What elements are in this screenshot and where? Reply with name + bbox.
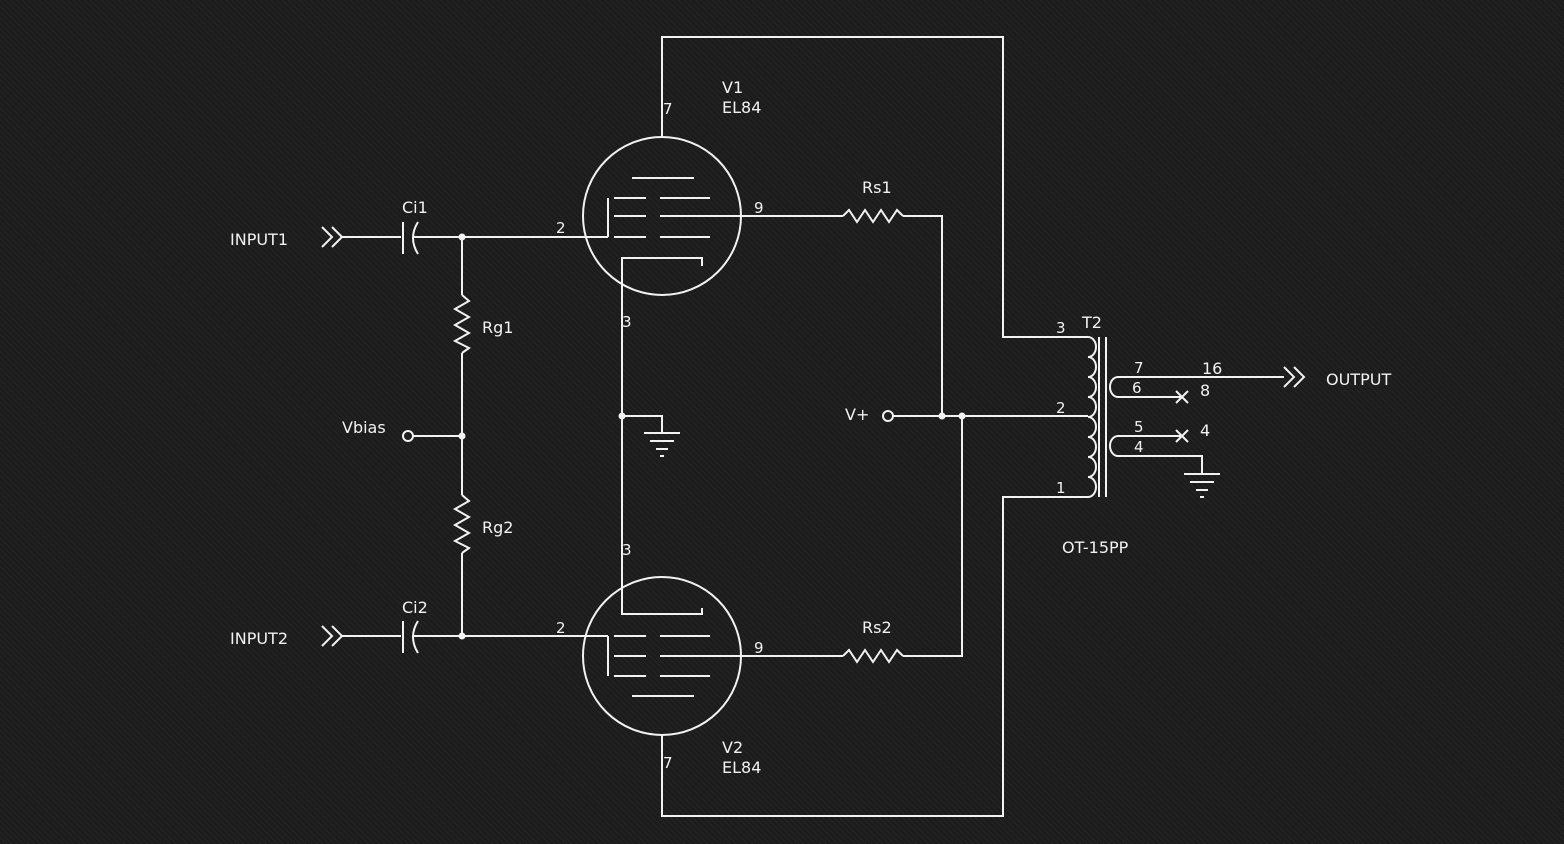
output-port[interactable]: OUTPUT [1283, 366, 1391, 389]
tube-envelope [582, 576, 742, 736]
ground-icon [1184, 473, 1220, 498]
tap-16-label: 16 [1202, 359, 1222, 378]
vplus-label: V+ [845, 405, 869, 424]
ground-icon [644, 432, 680, 457]
capacitor-icon [402, 221, 419, 255]
t2-ref-label: T2 [1081, 313, 1102, 332]
ci2-label: Ci2 [402, 598, 428, 617]
ci1-label: Ci1 [402, 198, 428, 217]
t2-pin-1: 1 [1056, 479, 1066, 497]
junction-dot [458, 632, 466, 640]
junction-dot [958, 412, 966, 420]
tube-cathode [621, 257, 703, 280]
v2-cathode-pin: 3 [622, 541, 632, 559]
t2-type-label: OT-15PP [1062, 538, 1129, 557]
t2-pin-4: 4 [1134, 438, 1144, 456]
input1-port[interactable]: INPUT1 [230, 226, 344, 249]
rg1-label: Rg1 [482, 318, 513, 337]
v2-ref-label: V2 [722, 738, 743, 757]
tube-cathode [621, 596, 703, 615]
wire-screen2 [710, 416, 963, 657]
tap-16-ohm[interactable]: 16 [1202, 359, 1222, 378]
tap-8-ohm[interactable]: 8 [1175, 381, 1210, 404]
resistor-rs2[interactable]: Rs2 [842, 618, 904, 664]
t2-pin-3: 3 [1056, 319, 1066, 337]
tube-envelope [582, 136, 742, 296]
capacitor-icon [402, 620, 419, 654]
resistor-icon [842, 208, 904, 224]
input1-label: INPUT1 [230, 230, 288, 249]
junctions [458, 233, 966, 640]
tap-4-ohm[interactable]: 4 [1175, 421, 1210, 443]
v1-ref-label: V1 [722, 78, 743, 97]
v2-type-label: EL84 [722, 758, 761, 777]
secondary-winding [1109, 376, 1119, 457]
resistor-icon [452, 294, 472, 354]
tube-grid [607, 197, 710, 238]
tube-grid [607, 635, 710, 677]
port-arrow-icon [321, 226, 344, 248]
input2-port[interactable]: INPUT2 [230, 625, 344, 648]
resistor-icon [842, 648, 904, 664]
tap-4-label: 4 [1200, 421, 1210, 440]
terminal-icon [402, 430, 414, 442]
v2-grid-pin: 2 [556, 619, 566, 637]
junction-dot [938, 412, 946, 420]
input2-label: INPUT2 [230, 629, 288, 648]
junction-dot [458, 432, 466, 440]
wire-screen1 [710, 215, 943, 416]
transformer-core-icon [1098, 337, 1107, 497]
tap-8-label: 8 [1200, 381, 1210, 400]
v2-plate-pin: 7 [663, 754, 673, 772]
v1-plate-pin: 7 [663, 100, 673, 118]
wire-cathode-ground [622, 415, 663, 433]
vplus-terminal[interactable]: V+ [845, 405, 894, 424]
ground-cathode [644, 432, 680, 457]
no-connect-icon [1175, 390, 1189, 404]
junction-dot [618, 412, 626, 420]
tube-v1[interactable]: 7 2 9 3 V1 EL84 [556, 78, 764, 331]
output-label: OUTPUT [1326, 370, 1391, 389]
rg2-label: Rg2 [482, 518, 513, 537]
wire-sec-ground [1118, 455, 1203, 474]
resistor-icon [452, 494, 472, 554]
tube-v2[interactable]: 7 2 9 3 V2 EL84 [556, 541, 764, 777]
t2-pin-7: 7 [1134, 359, 1144, 377]
t2-pin-5: 5 [1134, 418, 1144, 436]
transformer-t2[interactable]: 3 2 1 7 6 5 4 T2 OT-15PP [1056, 313, 1144, 557]
terminal-icon [882, 410, 894, 422]
port-arrow-icon [321, 625, 344, 647]
rs1-label: Rs1 [862, 178, 892, 197]
wires [342, 36, 1284, 817]
resistor-rs1[interactable]: Rs1 [842, 178, 904, 224]
t2-pin-2: 2 [1056, 399, 1066, 417]
v1-grid-pin: 2 [556, 219, 566, 237]
port-arrow-icon [1283, 366, 1306, 388]
wire-v1-plate [661, 36, 1088, 338]
capacitor-ci2[interactable]: Ci2 [402, 598, 428, 654]
ground-output [1184, 473, 1220, 498]
resistor-rg1[interactable]: Rg1 [452, 294, 513, 354]
vbias-label: Vbias [342, 418, 386, 437]
t2-pin-6: 6 [1132, 379, 1142, 397]
vbias-terminal[interactable]: Vbias [342, 418, 414, 442]
capacitor-ci1[interactable]: Ci1 [402, 198, 428, 255]
rs2-label: Rs2 [862, 618, 892, 637]
no-connect-icon [1175, 429, 1189, 443]
v1-type-label: EL84 [722, 98, 761, 117]
v2-screen-pin: 9 [754, 639, 764, 657]
wire-v2-plate [661, 496, 1088, 817]
v1-cathode-pin: 3 [622, 313, 632, 331]
primary-winding [1087, 336, 1097, 498]
v1-screen-pin: 9 [754, 199, 764, 217]
resistor-rg2[interactable]: Rg2 [452, 494, 513, 554]
junction-dot [458, 233, 466, 241]
